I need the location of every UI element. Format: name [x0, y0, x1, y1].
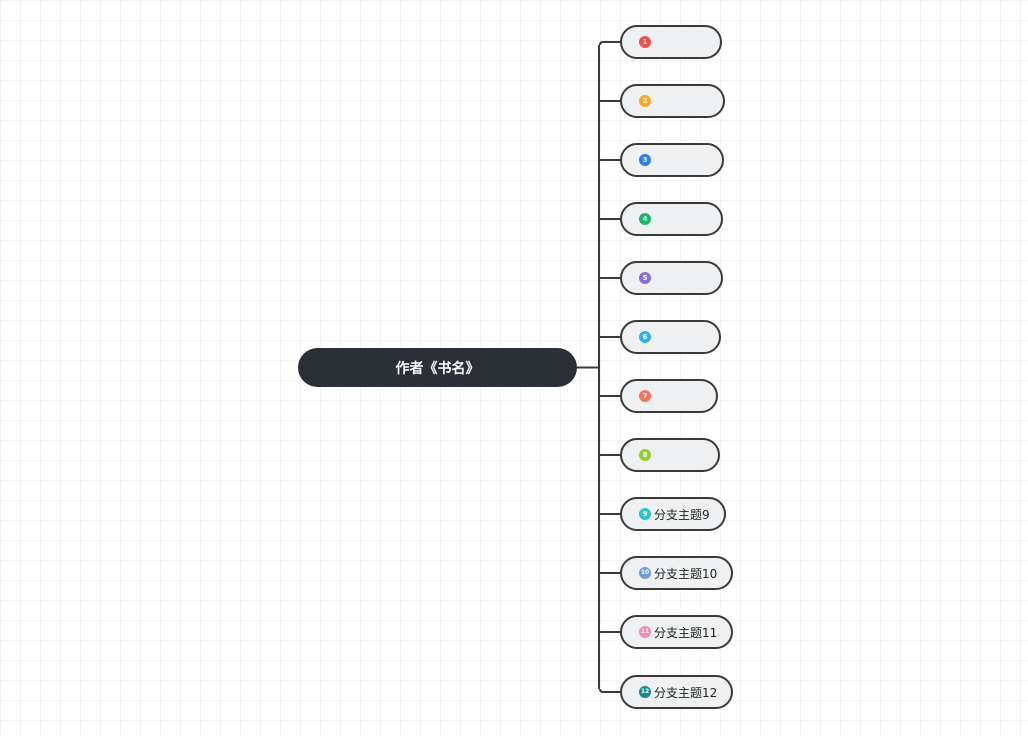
number-badge-icon: 7 — [639, 390, 651, 402]
branch-label: 分支主题12 — [654, 685, 718, 700]
number-badge-icon: 1 — [639, 36, 651, 48]
branch-topic-3[interactable]: 3 — [620, 143, 724, 177]
branch-label: 分支主题11 — [654, 625, 718, 640]
number-badge-icon: 6 — [639, 331, 651, 343]
root-topic[interactable]: 作者《书名》 — [298, 348, 577, 387]
branch-topic-10[interactable]: 10 分支主题10 — [620, 556, 733, 590]
number-badge-icon: 3 — [639, 154, 651, 166]
root-topic-label: 作者《书名》 — [395, 360, 480, 377]
branch-topic-11[interactable]: 11 分支主题11 — [620, 615, 733, 649]
number-badge-icon: 4 — [639, 213, 651, 225]
branch-topic-5[interactable]: 5 — [620, 261, 723, 295]
branch-topic-6[interactable]: 6 — [620, 320, 721, 354]
branch-topic-8[interactable]: 8 — [620, 438, 720, 472]
number-badge-icon: 8 — [639, 449, 651, 461]
branch-label: 分支主题10 — [654, 566, 718, 581]
number-badge-icon: 2 — [639, 95, 651, 107]
branch-topic-1[interactable]: 1 — [620, 25, 722, 59]
branch-topic-2[interactable]: 2 — [620, 84, 725, 118]
branch-topic-9[interactable]: 9 分支主题9 — [620, 497, 726, 531]
number-badge-icon: 10 — [639, 567, 651, 579]
branch-topic-12[interactable]: 12 分支主题12 — [620, 675, 733, 709]
number-badge-icon: 11 — [639, 626, 651, 638]
branch-topic-7[interactable]: 7 — [620, 379, 718, 413]
number-badge-icon: 9 — [639, 508, 651, 520]
branch-topic-4[interactable]: 4 — [620, 202, 723, 236]
number-badge-icon: 12 — [639, 686, 651, 698]
branch-label: 分支主题9 — [654, 507, 710, 522]
number-badge-icon: 5 — [639, 272, 651, 284]
